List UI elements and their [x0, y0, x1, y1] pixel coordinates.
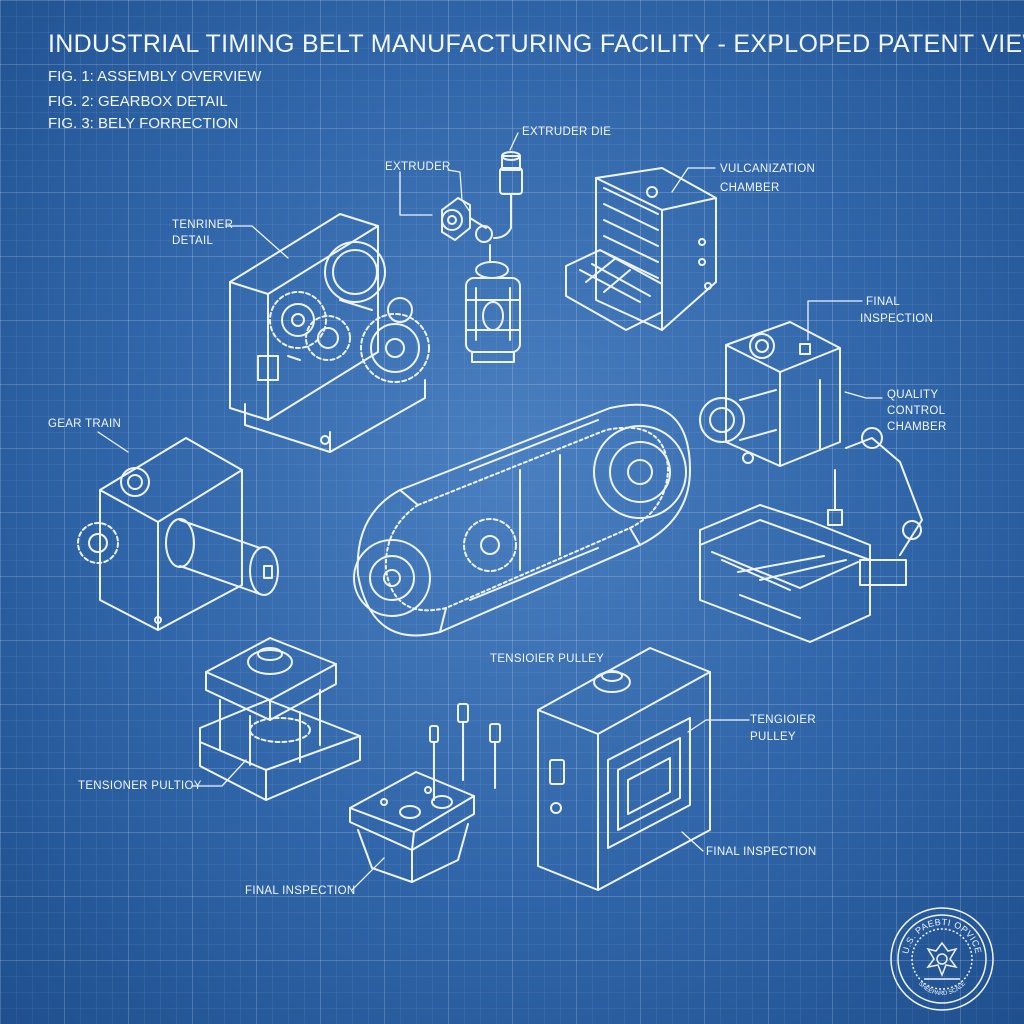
figure-list-item-2: FIG. 2: GEARBOX DETAIL — [48, 93, 228, 110]
tensioner-pulley-press-drawing — [199, 637, 361, 801]
label-vulcanization-chamber: CHAMBER — [720, 182, 780, 194]
patent-office-seal-icon: U.S. PAEBTI OPVICE SHEEPARD SCALE — [890, 907, 994, 1011]
label-tensioner-detail-line2: DETAIL — [172, 235, 214, 247]
gearbox-detail-drawing — [229, 213, 430, 453]
label-final-inspection-top-line1: FINAL — [866, 296, 901, 308]
label-quality-control-line2: CONTROL — [887, 405, 946, 417]
label-tensioner-detail-line1: TENRINER — [172, 219, 234, 231]
label-tensioner-pulley-right-line2: PULLEY — [750, 731, 796, 743]
label-quality-control-line3: CHAMBER — [887, 421, 947, 433]
label-gear-train: GEAR TRAIN — [48, 418, 122, 430]
svg-text:U.S. PAEBTI OPVICE: U.S. PAEBTI OPVICE — [900, 917, 983, 955]
final-inspection-base-drawing — [349, 771, 475, 883]
label-extruder-die: EXTRUDER DIE — [522, 126, 612, 138]
label-tensioner-pulley-left: TENSIONER PULTIOY — [78, 780, 202, 792]
label-quality-control-line1: QUALITY — [887, 389, 939, 401]
gear-train-drawing — [77, 437, 279, 631]
central-belt-assembly-drawing — [353, 403, 691, 637]
leader-lines — [97, 132, 883, 891]
page-title: INDUSTRIAL TIMING BELT MANUFACTURING FAC… — [48, 30, 1024, 58]
figure-list-item-1: FIG. 1: ASSEMBLY OVERVIEW — [48, 68, 262, 85]
robotic-arm-station-drawing — [699, 427, 923, 643]
extruder-drawing — [441, 151, 523, 363]
quality-control-chamber-drawing — [699, 321, 841, 467]
label-final-inspection-bottom-left: FINAL INSPECTION — [245, 885, 356, 897]
figure-list-item-3: FIG. 3: BELY FORRECTION — [48, 115, 239, 132]
label-final-inspection-top-line2: INSPECTION — [860, 313, 934, 325]
label-extruder: EXTRUDER — [385, 161, 451, 173]
label-final-inspection-bottom-right: FINAL INSPECTION — [706, 846, 817, 858]
label-vulcanization: VULCANIZATION — [720, 163, 816, 175]
tensioner-pulley-housing-drawing — [537, 647, 711, 891]
pin-components-drawing — [429, 703, 501, 801]
label-tensioner-pulley-center: TENSIOIER PULLEY — [490, 653, 605, 665]
vulcanization-chamber-drawing — [565, 167, 717, 331]
label-tensioner-pulley-right-line1: TENGIOIER — [750, 714, 816, 726]
